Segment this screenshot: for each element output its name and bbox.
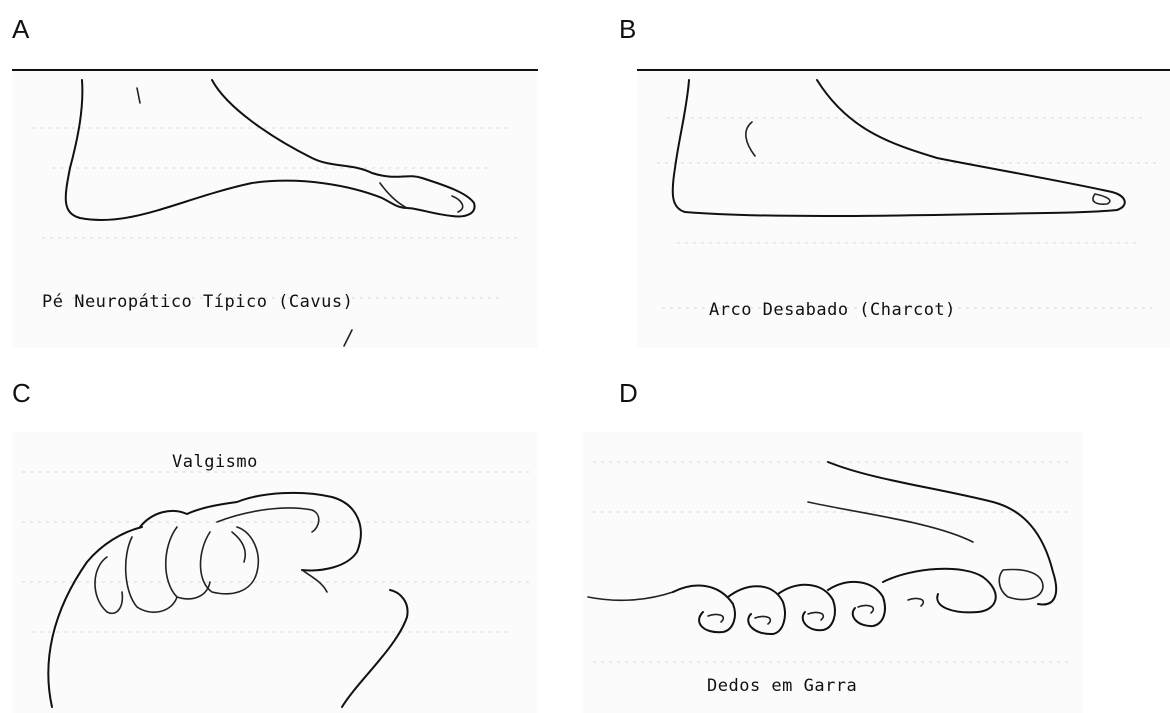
panel-b-caption: Arco Desabado (Charcot) (709, 300, 956, 320)
panel-d-figure: Dedos em Garra (583, 432, 1083, 713)
panel-b-letter: B (619, 14, 636, 45)
panel-c-figure: Valgismo (12, 432, 538, 713)
panel-d-caption: Dedos em Garra (707, 676, 857, 696)
panel-a-caption: Pé Neuropático Típico (Cavus) (42, 292, 353, 312)
panel-d-letter: D (619, 378, 638, 409)
panel-b-figure: Arco Desabado (Charcot) (637, 68, 1170, 348)
panel-a-letter: A (12, 14, 29, 45)
panel-a-figure: Pé Neuropático Típico (Cavus) (12, 68, 538, 348)
panel-c-caption: Valgismo (172, 452, 258, 472)
panel-c-letter: C (12, 378, 31, 409)
valgus-toes-drawing (12, 432, 538, 713)
claw-toes-drawing (583, 432, 1083, 713)
